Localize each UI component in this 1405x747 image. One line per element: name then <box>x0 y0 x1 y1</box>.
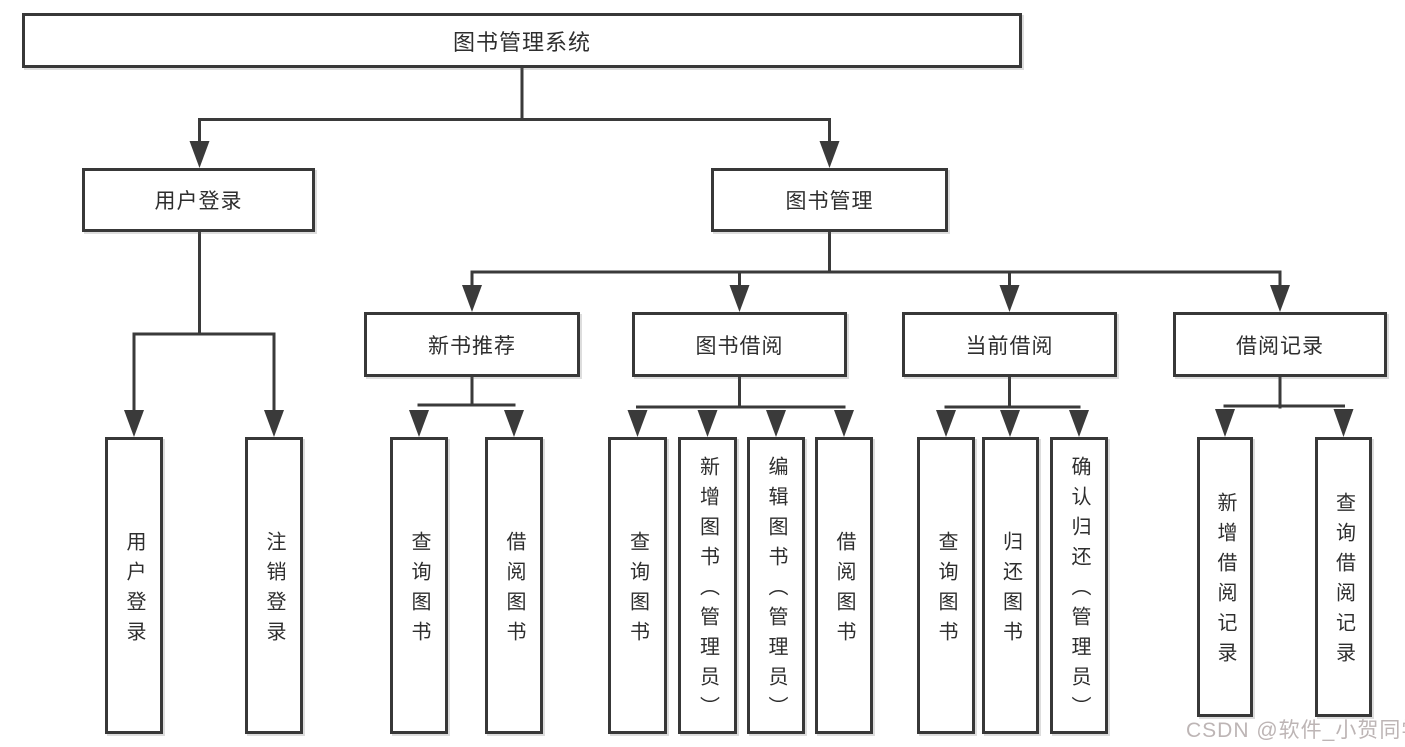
leaf-br-add-record: 新增借阅记录 <box>1197 437 1253 717</box>
watermark: CSDN @软件_小贺同学 <box>1186 719 1405 742</box>
leaf-cb-query-book: 查询图书 <box>917 437 975 734</box>
node-root-label: 图书管理系统 <box>452 29 591 55</box>
leaf-user-login-label: 用户登录 <box>123 530 145 651</box>
leaf-cb-return-book-label: 归还图书 <box>999 530 1022 651</box>
node-new-book-recommend-label: 新书推荐 <box>428 334 516 358</box>
node-book-management: 图书管理 <box>711 168 948 232</box>
node-current-borrow: 当前借阅 <box>902 312 1117 377</box>
leaf-rec-query-book-label: 查询图书 <box>408 530 430 651</box>
leaf-rec-borrow-book-label: 借阅图书 <box>503 530 525 651</box>
leaf-cb-query-book-label: 查询图书 <box>935 530 957 651</box>
leaf-bb-borrow-book: 借阅图书 <box>815 437 873 734</box>
node-user-login: 用户登录 <box>82 168 315 232</box>
node-book-borrow-label: 图书借阅 <box>695 334 784 358</box>
node-borrow-records: 借阅记录 <box>1173 312 1387 377</box>
leaf-bb-query-book-label: 查询图书 <box>626 530 649 651</box>
leaf-br-query-record: 查询借阅记录 <box>1315 437 1372 717</box>
node-root: 图书管理系统 <box>22 13 1022 68</box>
node-user-login-label: 用户登录 <box>154 190 243 213</box>
leaf-cb-confirm-return-admin: 确认归还（管理员） <box>1050 437 1108 734</box>
node-current-borrow-label: 当前借阅 <box>965 334 1054 358</box>
leaf-bb-edit-book-admin-label: 编辑图书（管理员） <box>765 455 787 726</box>
leaf-user-login: 用户登录 <box>105 437 163 734</box>
leaf-bb-query-book: 查询图书 <box>608 437 667 734</box>
leaf-br-add-record-label: 新增借阅记录 <box>1214 492 1236 672</box>
leaf-logout-login-label: 注销登录 <box>263 530 285 651</box>
leaf-cb-confirm-return-admin-label: 确认归还（管理员） <box>1068 455 1090 726</box>
leaf-br-query-record-label: 查询借阅记录 <box>1332 492 1355 672</box>
node-new-book-recommend: 新书推荐 <box>364 312 580 377</box>
node-book-borrow: 图书借阅 <box>632 312 847 377</box>
leaf-cb-return-book: 归还图书 <box>982 437 1039 734</box>
node-book-management-label: 图书管理 <box>785 190 874 213</box>
leaf-rec-query-book: 查询图书 <box>390 437 448 734</box>
leaf-bb-add-book-admin-label: 新增图书（管理员） <box>696 455 719 726</box>
leaf-logout-login: 注销登录 <box>245 437 303 734</box>
node-borrow-records-label: 借阅记录 <box>1236 334 1324 358</box>
leaf-bb-borrow-book-label: 借阅图书 <box>833 530 855 651</box>
leaf-rec-borrow-book: 借阅图书 <box>485 437 543 734</box>
leaf-bb-add-book-admin: 新增图书（管理员） <box>678 437 737 734</box>
leaf-bb-edit-book-admin: 编辑图书（管理员） <box>747 437 805 734</box>
